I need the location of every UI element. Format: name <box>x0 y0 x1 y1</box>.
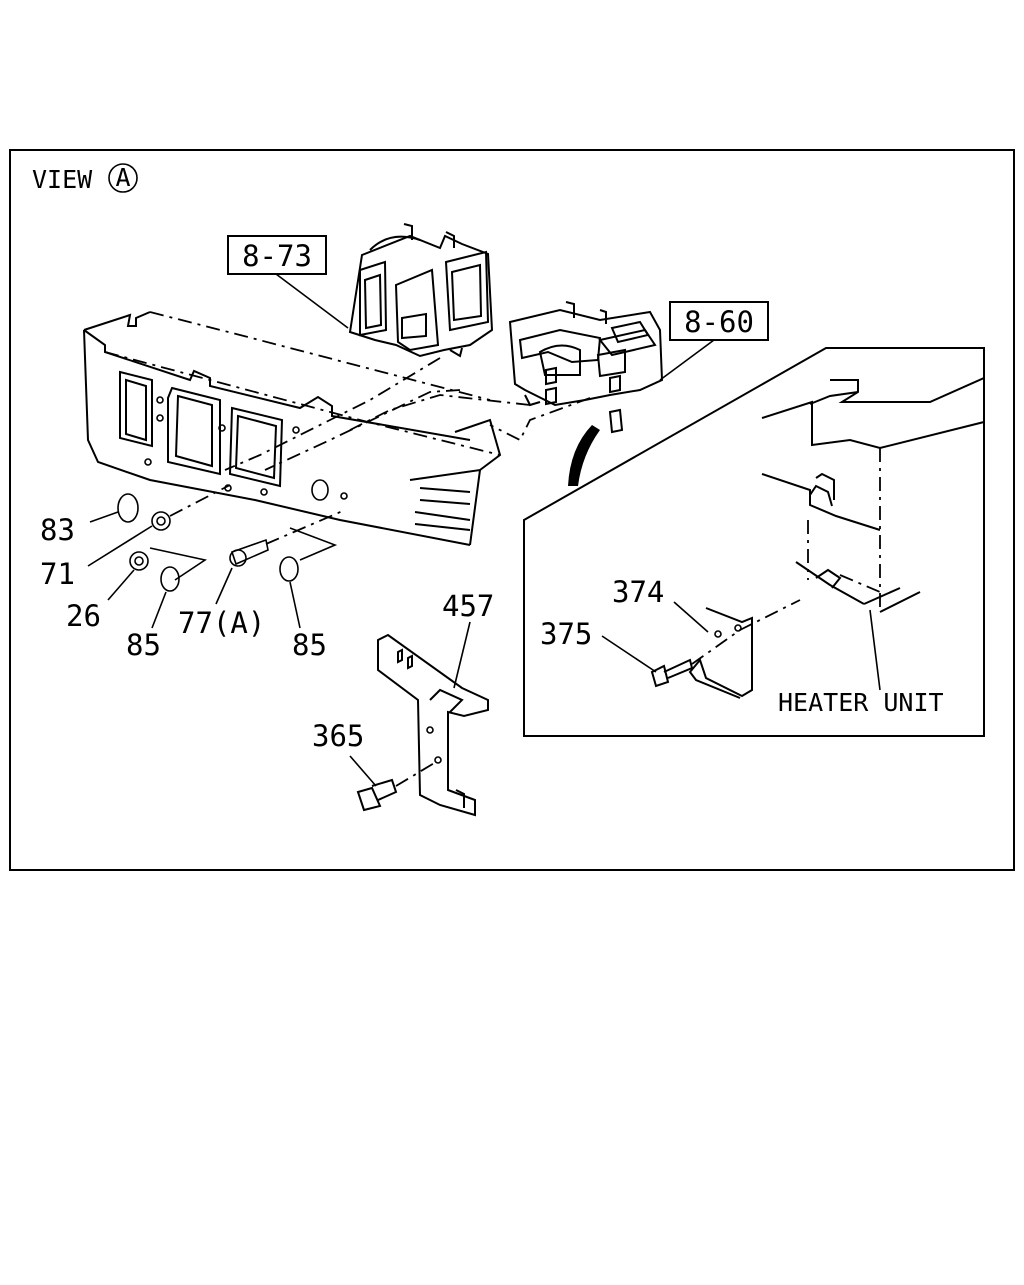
label-83: 83 <box>40 513 75 547</box>
label-85a: 85 <box>126 628 161 662</box>
label-85b: 85 <box>292 628 327 662</box>
panel-frame <box>83 311 502 546</box>
blower-unit <box>348 223 494 358</box>
ref-8-73-label: 8-73 <box>242 239 312 273</box>
ref-8-60-label: 8-60 <box>684 305 754 339</box>
nut-71 <box>151 511 171 531</box>
label-26: 26 <box>66 599 101 633</box>
label-375: 375 <box>540 617 592 651</box>
heater-unit-assembly <box>508 301 664 434</box>
detail-heater-unit-label: HEATER UNIT <box>778 688 944 717</box>
nut-26 <box>129 551 149 571</box>
label-374: 374 <box>612 575 664 609</box>
bracket-457 <box>377 633 489 817</box>
view-marker-circle <box>108 163 138 193</box>
detail-inset: HEATER UNIT <box>523 347 985 737</box>
label-365: 365 <box>312 719 364 753</box>
label-77a: 77(A) <box>178 606 265 640</box>
diagram-frame <box>9 149 1015 871</box>
grommet-83 <box>117 493 139 523</box>
label-71: 71 <box>40 557 75 591</box>
fasteners <box>117 484 346 592</box>
view-marker: A <box>115 163 130 192</box>
bolt-365 <box>356 761 437 812</box>
callout-873: 8-73 <box>227 235 349 329</box>
label-457: 457 <box>442 589 494 623</box>
view-label: VIEW <box>32 165 93 194</box>
bolt-77a <box>230 538 269 566</box>
grommet-85a <box>160 566 180 592</box>
callout-860: 8-60 <box>659 301 769 381</box>
detail-arrow <box>568 425 600 486</box>
grommet-85b <box>279 556 299 582</box>
view-title: VIEW A <box>32 163 138 194</box>
